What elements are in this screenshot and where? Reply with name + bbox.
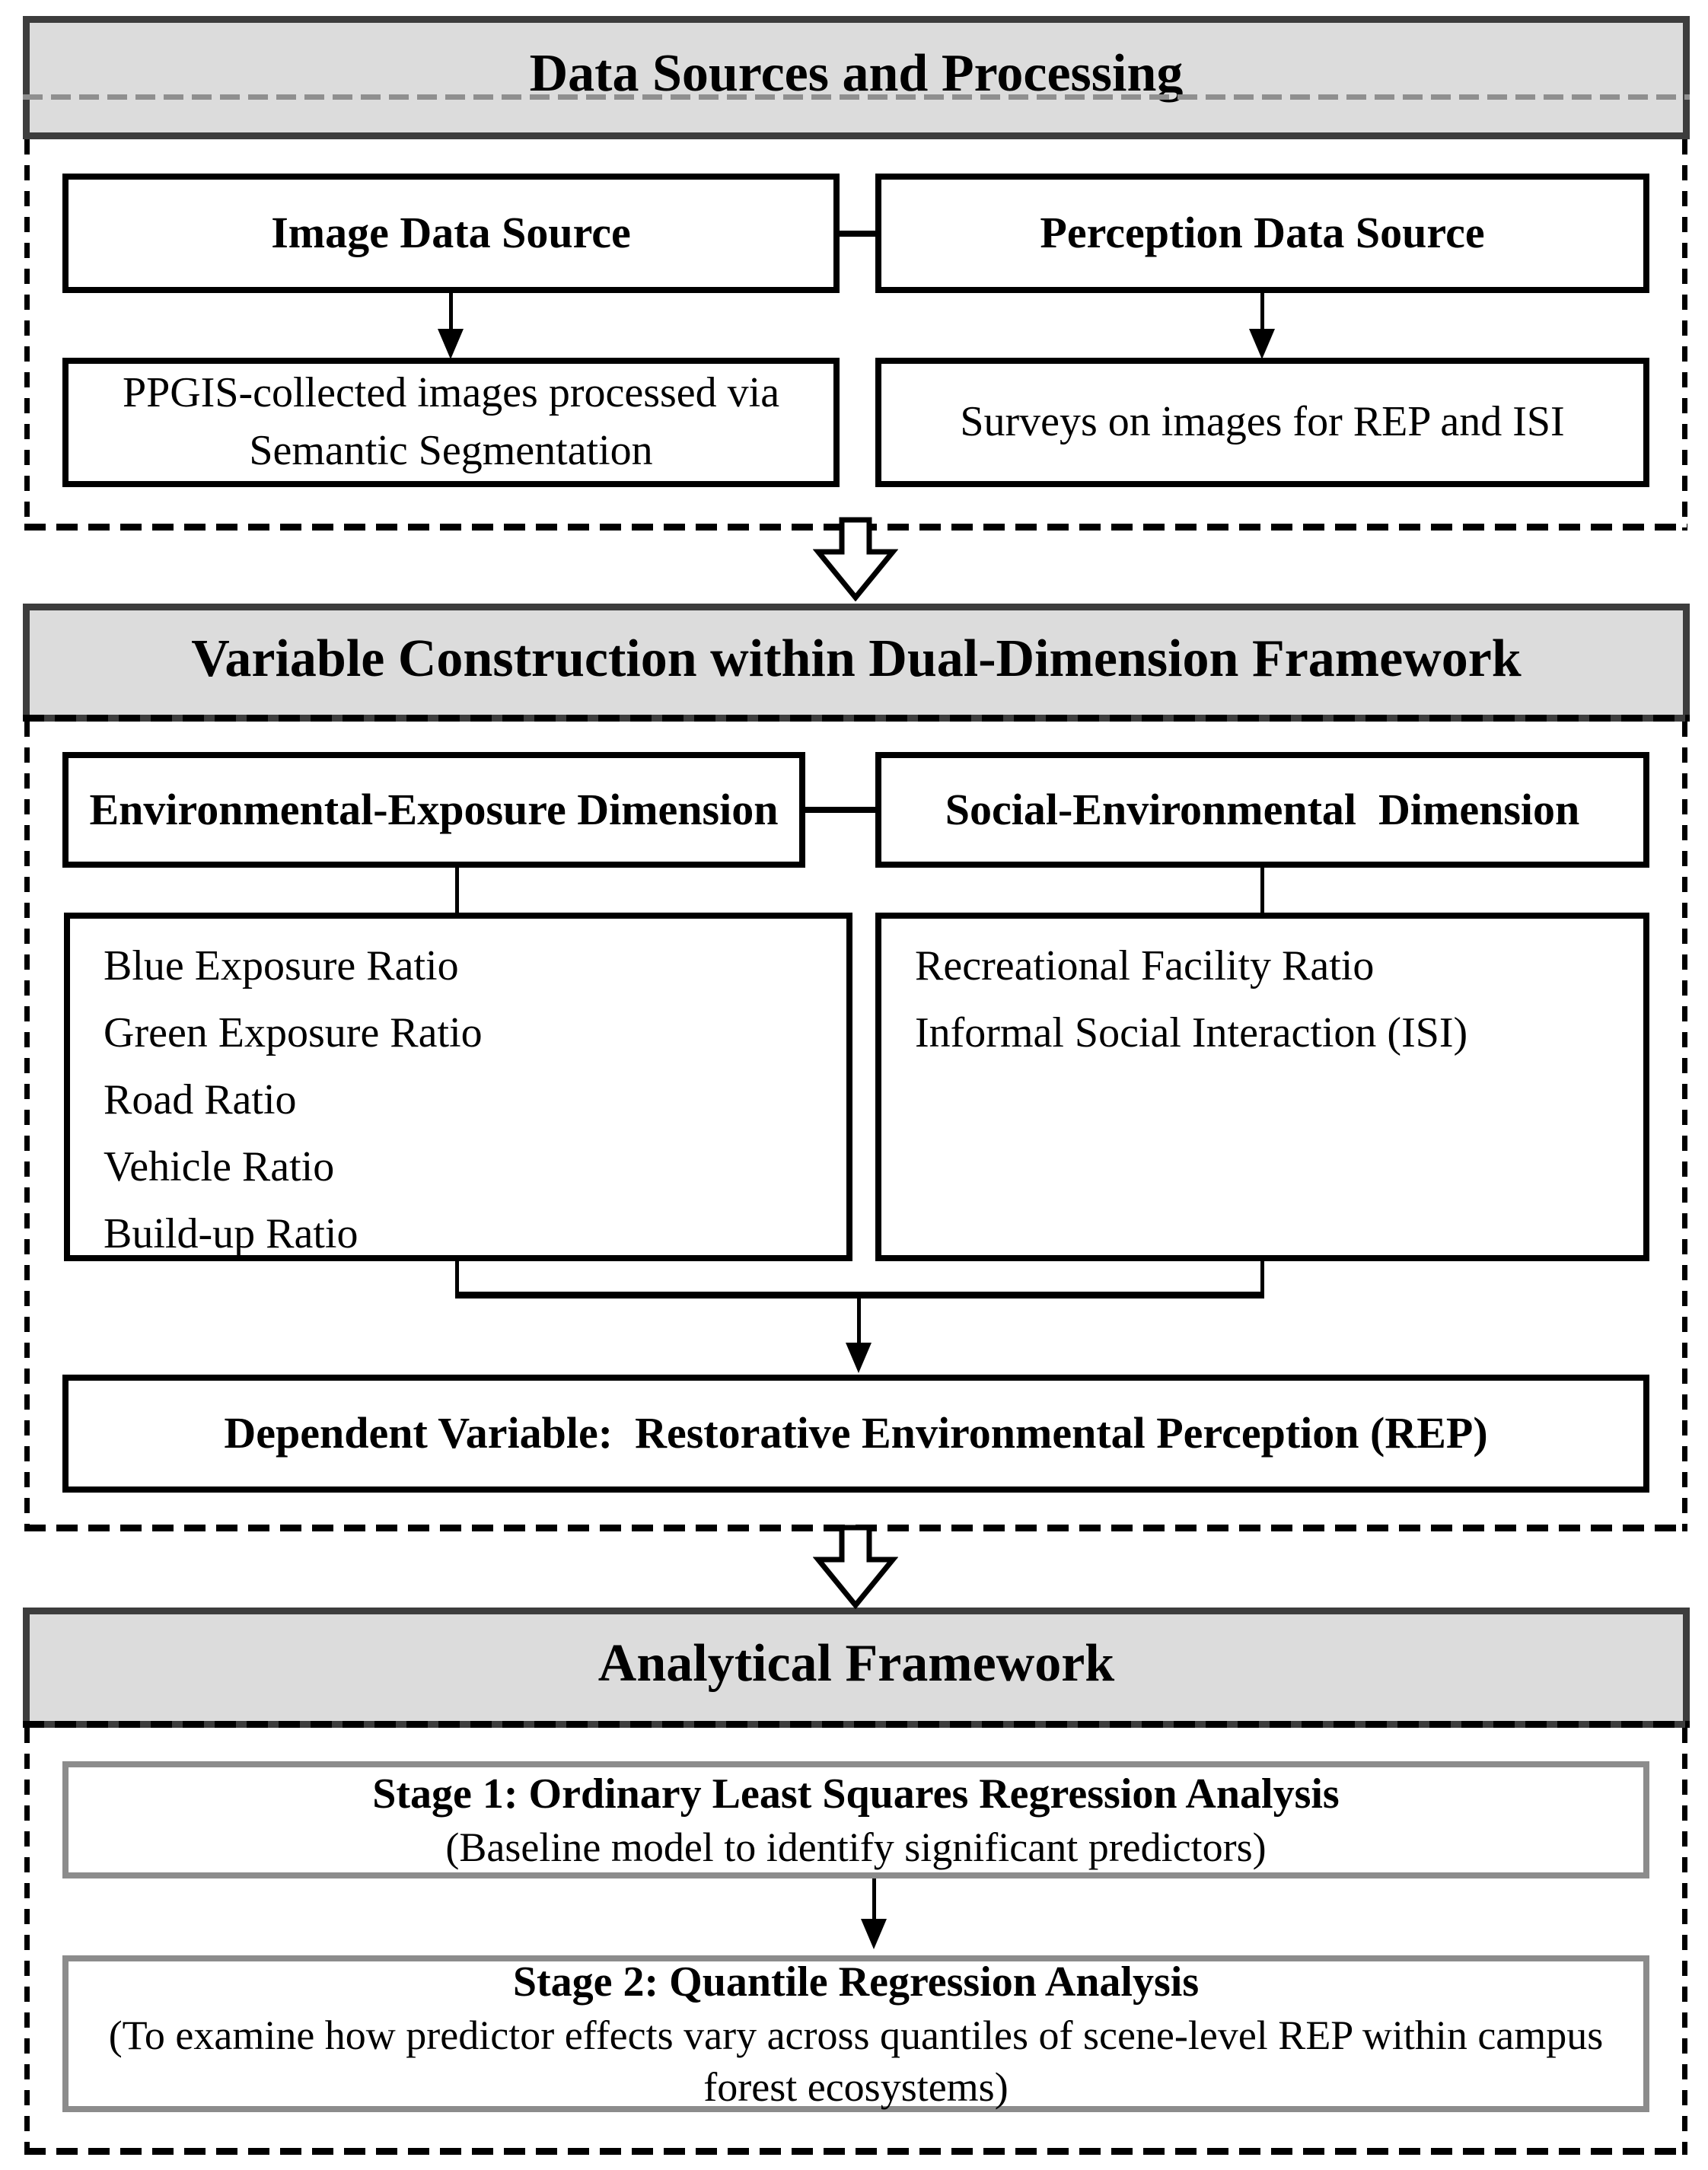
section3-dashed-bottom-border: [24, 2148, 1687, 2155]
list-item: Recreational Facility Ratio: [915, 942, 1375, 989]
banner-data-sources: Data Sources and Processing: [23, 16, 1690, 139]
social-environmental-dimension-label: Social-Environmental Dimension: [945, 784, 1580, 834]
section3-dashed-right-border: [1682, 1728, 1687, 2155]
list-item: Road Ratio: [104, 1076, 297, 1123]
image-source-arrow-line: [449, 293, 453, 333]
ppgis-processing-text: PPGIS-collected images processed via Sem…: [122, 369, 780, 474]
stage2-description: (To examine how predictor effects vary a…: [108, 2012, 1604, 2110]
survey-text: Surveys on images for REP and ISI: [960, 398, 1565, 446]
env-variables-list-box: Blue Exposure Ratio Green Exposure Ratio…: [64, 913, 852, 1261]
stage2-box: Stage 2: Quantile Regression Analysis (T…: [62, 1955, 1649, 2112]
section1-to-section2-block-arrow-icon: [813, 517, 898, 601]
section3-dashed-top-border: [23, 1721, 1690, 1728]
image-data-source-label: Image Data Source: [271, 208, 631, 258]
section3-dashed-left-border: [24, 1728, 30, 2155]
section2-dashed-right-border: [1682, 722, 1687, 1531]
perception-data-source-label: Perception Data Source: [1040, 208, 1485, 258]
section1-dashed-top-border: [23, 94, 1690, 100]
section1-dashed-right-border: [1682, 139, 1687, 531]
dependent-variable-label: Dependent Variable: Restorative Environm…: [224, 1408, 1488, 1458]
list-item: Green Exposure Ratio: [104, 1009, 483, 1056]
social-dimension-drop-line: [1260, 868, 1264, 913]
list-item: Blue Exposure Ratio: [104, 942, 459, 989]
dependent-variable-box: Dependent Variable: Restorative Environm…: [62, 1375, 1649, 1493]
env-dimension-drop-line: [455, 868, 459, 913]
environmental-exposure-dimension-label: Environmental-Exposure Dimension: [89, 784, 779, 834]
banner-analytical-framework-title: Analytical Framework: [597, 1634, 1115, 1693]
dependent-arrow-line: [857, 1298, 861, 1346]
stage1-box: Stage 1: Ordinary Least Squares Regressi…: [62, 1761, 1649, 1878]
section1-dashed-left-border: [24, 139, 30, 531]
image-source-arrowhead-icon: [438, 329, 464, 359]
survey-box: Surveys on images for REP and ISI: [875, 358, 1649, 487]
list-item: Informal Social Interaction (ISI): [915, 1009, 1468, 1056]
source-boxes-connector: [837, 231, 877, 237]
social-variables-list-box: Recreational Facility Ratio Informal Soc…: [875, 913, 1649, 1261]
dimension-boxes-connector: [805, 807, 875, 813]
banner-variable-construction-title: Variable Construction within Dual-Dimens…: [191, 629, 1522, 688]
ppgis-processing-box: PPGIS-collected images processed via Sem…: [62, 358, 840, 487]
section2-dashed-left-border: [24, 722, 30, 1531]
social-list-merge-line: [1260, 1261, 1264, 1298]
stage-arrow-line: [872, 1878, 876, 1921]
list-item: Build-up Ratio: [104, 1210, 358, 1257]
section2-dashed-top-border: [23, 715, 1690, 722]
banner-variable-construction: Variable Construction within Dual-Dimens…: [23, 604, 1690, 722]
image-data-source-box: Image Data Source: [62, 174, 840, 293]
dependent-arrowhead-icon: [846, 1343, 872, 1373]
perception-source-arrowhead-icon: [1249, 329, 1275, 359]
social-environmental-dimension-box: Social-Environmental Dimension: [875, 752, 1649, 868]
merge-bar: [455, 1292, 1264, 1298]
stage1-title: Stage 1: Ordinary Least Squares Regressi…: [372, 1770, 1340, 1818]
section2-to-section3-block-arrow-icon: [813, 1525, 898, 1609]
perception-source-arrow-line: [1260, 293, 1264, 333]
perception-data-source-box: Perception Data Source: [875, 174, 1649, 293]
environmental-exposure-dimension-box: Environmental-Exposure Dimension: [62, 752, 805, 868]
list-item: Vehicle Ratio: [104, 1143, 335, 1190]
env-list-merge-line: [455, 1261, 459, 1298]
banner-analytical-framework: Analytical Framework: [23, 1608, 1690, 1728]
stage-arrowhead-icon: [861, 1919, 887, 1949]
stage2-title: Stage 2: Quantile Regression Analysis: [512, 1958, 1200, 2006]
stage1-description: (Baseline model to identify significant …: [445, 1824, 1267, 1870]
banner-data-sources-title: Data Sources and Processing: [529, 44, 1184, 103]
